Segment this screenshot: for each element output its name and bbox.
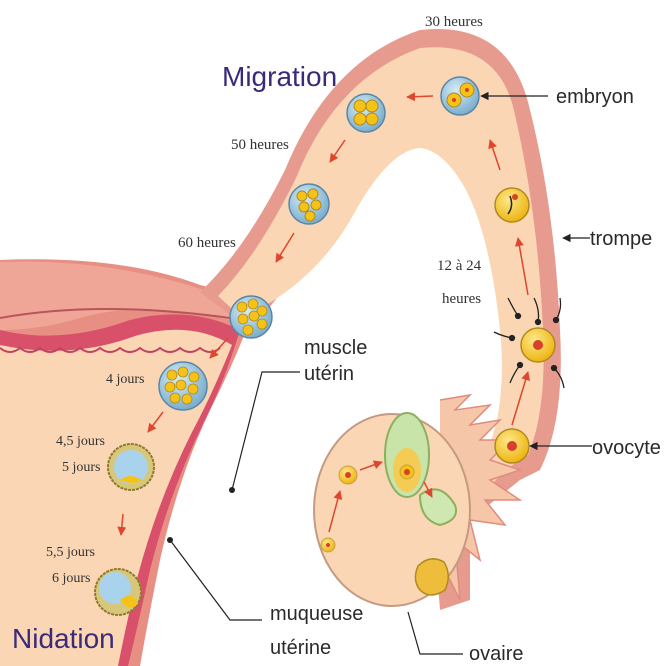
time-50h: 50 heures [231, 137, 289, 153]
time-4j: 4 jours [106, 372, 145, 387]
embryo-icon [347, 94, 385, 132]
muqueuse-dot [167, 537, 173, 543]
time-6j: 6 jours [52, 571, 91, 586]
time-60h: 60 heures [178, 235, 236, 251]
time-5j: 5 jours [62, 460, 101, 475]
morula-icon [230, 296, 272, 338]
label-trompe: trompe [590, 228, 652, 250]
morula-icon [159, 362, 207, 410]
zygote-icon [495, 188, 529, 222]
muqueuse-pointer [170, 540, 262, 620]
time-30h: 30 heures [425, 14, 483, 30]
label-muscle-line2: utérin [304, 363, 354, 385]
time-12-24-line1: 12 à 24 [437, 258, 482, 274]
label-muqueuse-line2: utérine [270, 637, 331, 659]
muscle-dot [229, 487, 235, 493]
follicle-icon [339, 466, 357, 484]
ovaire-pointer [408, 612, 463, 654]
label-embryon: embryon [556, 86, 634, 108]
label-ovocyte: ovocyte [592, 437, 661, 459]
label-muscle-line1: muscle [304, 337, 367, 359]
time-45j: 4,5 jours [56, 434, 105, 449]
muscle-pointer [232, 372, 300, 490]
embryo-icon [289, 184, 329, 224]
oocyte-icon [495, 429, 529, 463]
graafian-follicle-icon [385, 413, 429, 497]
embryo-icon [441, 77, 479, 115]
migration-title: Migration [222, 61, 337, 92]
follicle-icon [321, 538, 335, 552]
corpus-luteum [415, 559, 448, 595]
ovary [314, 413, 470, 606]
tube-arrow [407, 96, 433, 97]
label-ovaire: ovaire [469, 643, 523, 665]
nidation-title: Nidation [12, 623, 115, 654]
time-55j: 5,5 jours [46, 545, 95, 560]
label-muqueuse-line1: muqueuse [270, 603, 363, 625]
blastocyst-icon [108, 444, 154, 490]
time-12-24-line2: heures [442, 291, 481, 307]
blastocyst-icon [95, 569, 141, 615]
